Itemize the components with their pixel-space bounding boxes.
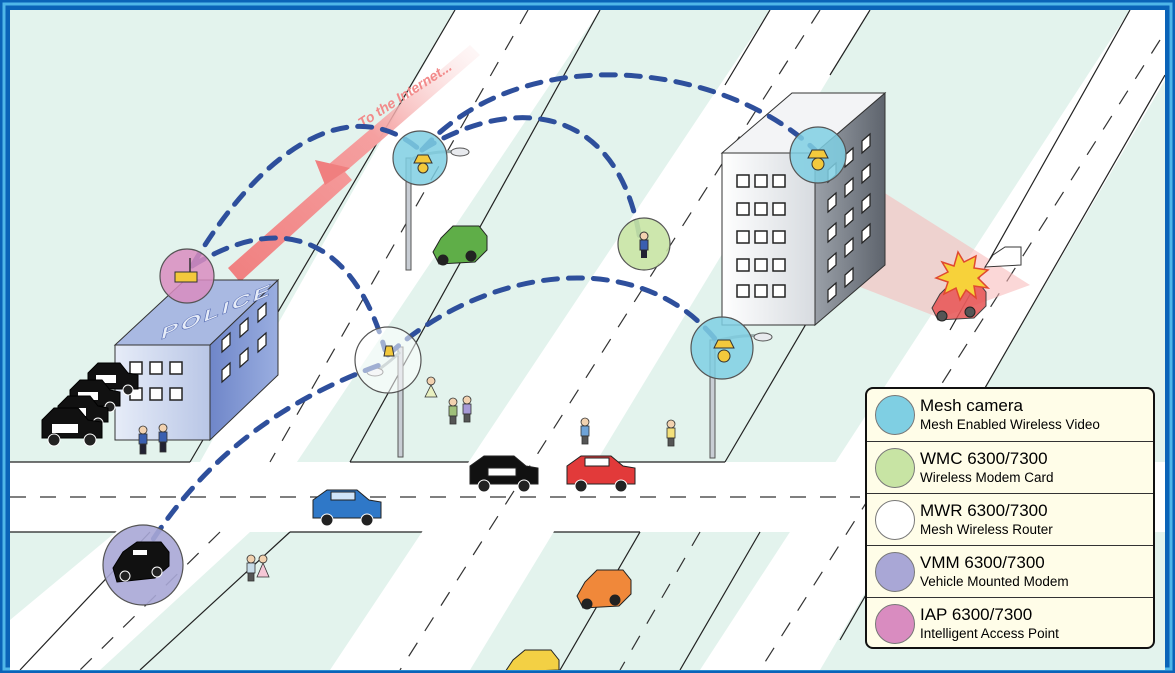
vehicles [312, 225, 1022, 670]
iap-swatch [875, 604, 915, 644]
iap-node-police-roof [159, 248, 215, 304]
parked-police-cars [41, 362, 139, 447]
mesh-camera-node-building [789, 126, 847, 184]
mesh-camera-node-streetlight-bottom [690, 316, 754, 380]
legend-title: VMM 6300/7300 [920, 553, 1045, 572]
legend-item-mesh-camera: Mesh camera Mesh Enabled Wireless Video [867, 389, 1153, 441]
legend-title: WMC 6300/7300 [920, 449, 1048, 468]
wmc-node-officer [617, 217, 671, 271]
mwr-node-streetlight [354, 326, 422, 394]
legend-item-iap: IAP 6300/7300 Intelligent Access Point [867, 597, 1153, 647]
legend-subtitle: Vehicle Mounted Modem [920, 574, 1069, 589]
vmm-swatch [875, 552, 915, 592]
legend-subtitle: Mesh Enabled Wireless Video [920, 417, 1100, 432]
pedestrians [138, 376, 676, 582]
legend-title: IAP 6300/7300 [920, 605, 1033, 624]
mesh-camera-node-streetlight-top [392, 130, 448, 186]
mesh-camera-swatch [875, 395, 915, 435]
vmm-node-police-car [102, 524, 184, 606]
legend-subtitle: Mesh Wireless Router [920, 522, 1053, 537]
wmc-swatch [875, 448, 915, 488]
mwr-swatch [875, 500, 915, 540]
crash-burst [934, 250, 991, 302]
internet-uplink-arrow [228, 45, 480, 282]
legend-title: MWR 6300/7300 [920, 501, 1048, 520]
legend-item-wmc: WMC 6300/7300 Wireless Modem Card [867, 441, 1153, 494]
legend-subtitle: Intelligent Access Point [920, 626, 1059, 641]
mesh-links [137, 72, 818, 563]
police-station [113, 278, 280, 442]
legend-subtitle: Wireless Modem Card [920, 470, 1054, 485]
legend-title: Mesh camera [920, 396, 1023, 415]
legend-item-vmm: VMM 6300/7300 Vehicle Mounted Modem [867, 545, 1153, 598]
mesh-nodes [102, 126, 847, 606]
legend: Mesh camera Mesh Enabled Wireless Video … [865, 387, 1155, 649]
legend-item-mwr: MWR 6300/7300 Mesh Wireless Router [867, 493, 1153, 546]
